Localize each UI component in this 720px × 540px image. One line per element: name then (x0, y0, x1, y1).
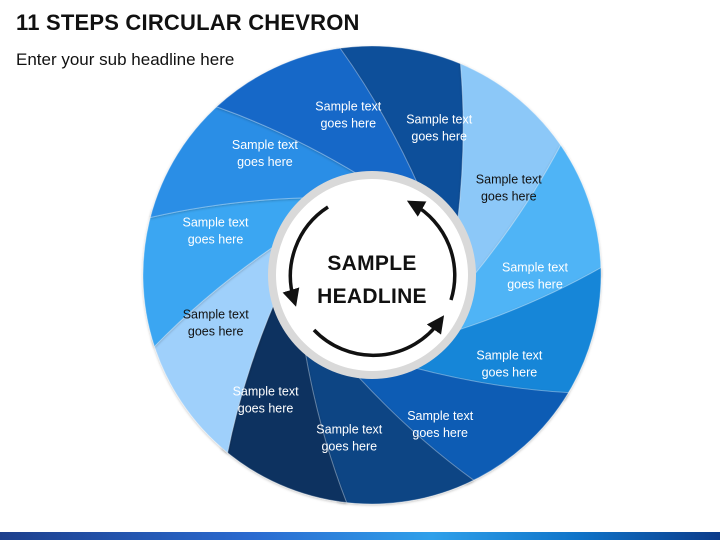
segment-label-7: Sample text goes here (233, 385, 300, 416)
segment-label-line2: goes here (481, 189, 537, 203)
center-circle (276, 179, 468, 371)
segment-label-line1: Sample text (182, 216, 249, 230)
slide-title: 11 STEPS CIRCULAR CHEVRON (16, 10, 360, 35)
segment-label-1: Sample text goes here (406, 113, 473, 144)
segment-label-line2: goes here (321, 439, 377, 453)
chevron-segments (142, 45, 602, 505)
segment-label-line1: Sample text (502, 261, 569, 275)
segment-label-line1: Sample text (476, 172, 543, 186)
segment-label-4: Sample text goes here (476, 349, 543, 380)
segment-label-11: Sample text goes here (315, 100, 382, 131)
segment-label-line2: goes here (238, 402, 294, 416)
segment-label-line2: goes here (482, 366, 538, 380)
chevron-segment-11 (215, 47, 420, 188)
cycle-arrow-top-left (282, 205, 329, 307)
center-headline-line2: HEADLINE (317, 285, 427, 308)
bottom-accent-bar (0, 532, 720, 540)
segment-label-line2: goes here (237, 155, 293, 169)
segment-label-line2: goes here (411, 130, 467, 144)
segment-label-5: Sample text goes here (407, 409, 474, 440)
segment-label-line2: goes here (507, 278, 563, 292)
segment-label-line1: Sample text (476, 349, 543, 363)
slide-subtitle: Enter your sub headline here (16, 50, 235, 69)
segment-label-line1: Sample text (315, 100, 382, 114)
segment-label-line1: Sample text (407, 409, 474, 423)
center-headline-line1: SAMPLE (327, 252, 416, 275)
segment-label-line2: goes here (412, 426, 468, 440)
segment-label-line2: goes here (188, 233, 244, 247)
cycle-arrows (282, 200, 457, 358)
segment-label-line1: Sample text (406, 113, 473, 127)
segment-label-line1: Sample text (233, 385, 300, 399)
segment-label-9: Sample text goes here (182, 216, 249, 247)
segment-label-line2: goes here (188, 324, 244, 338)
segment-label-line1: Sample text (183, 307, 250, 321)
segment-label-8: Sample text goes here (183, 307, 250, 338)
segment-label-10: Sample text goes here (232, 138, 299, 169)
segment-label-line1: Sample text (316, 422, 383, 436)
cycle-arrow-bottom (312, 315, 445, 358)
segment-label-line2: goes here (320, 117, 376, 131)
segment-label-2: Sample text goes here (476, 172, 543, 203)
segment-label-line1: Sample text (232, 138, 299, 152)
cycle-arrow-top-right (406, 200, 457, 301)
segment-label-6: Sample text goes here (316, 422, 383, 453)
segment-label-3: Sample text goes here (502, 261, 569, 292)
